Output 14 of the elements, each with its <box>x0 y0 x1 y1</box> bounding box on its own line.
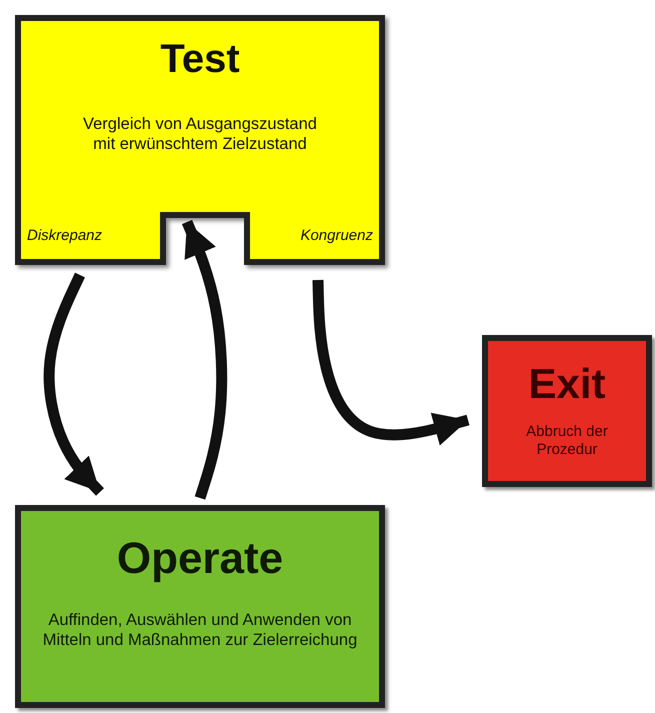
box-title: Operate <box>116 533 284 585</box>
branch-label: Kongruenz <box>299 227 373 245</box>
box-description: Abbruch der Prozedur <box>525 423 609 459</box>
process-box <box>482 335 652 487</box>
process-box <box>15 505 385 708</box>
process-box <box>15 15 385 265</box>
branch-label: Diskrepanz <box>27 227 104 245</box>
box-title: Exit <box>527 359 607 409</box>
curved-arrow <box>44 272 104 496</box>
box-title: Test <box>159 36 241 83</box>
box-description: Vergleich von Ausgangszustand mit erwünschtem Zielzustand <box>82 115 318 155</box>
box-description: Auffinden, Auswählen und Anwenden von Mitteln und Maßnahmen zur Zielerreichung <box>42 611 358 651</box>
curved-arrow <box>312 280 470 446</box>
curved-arrow <box>182 220 228 500</box>
